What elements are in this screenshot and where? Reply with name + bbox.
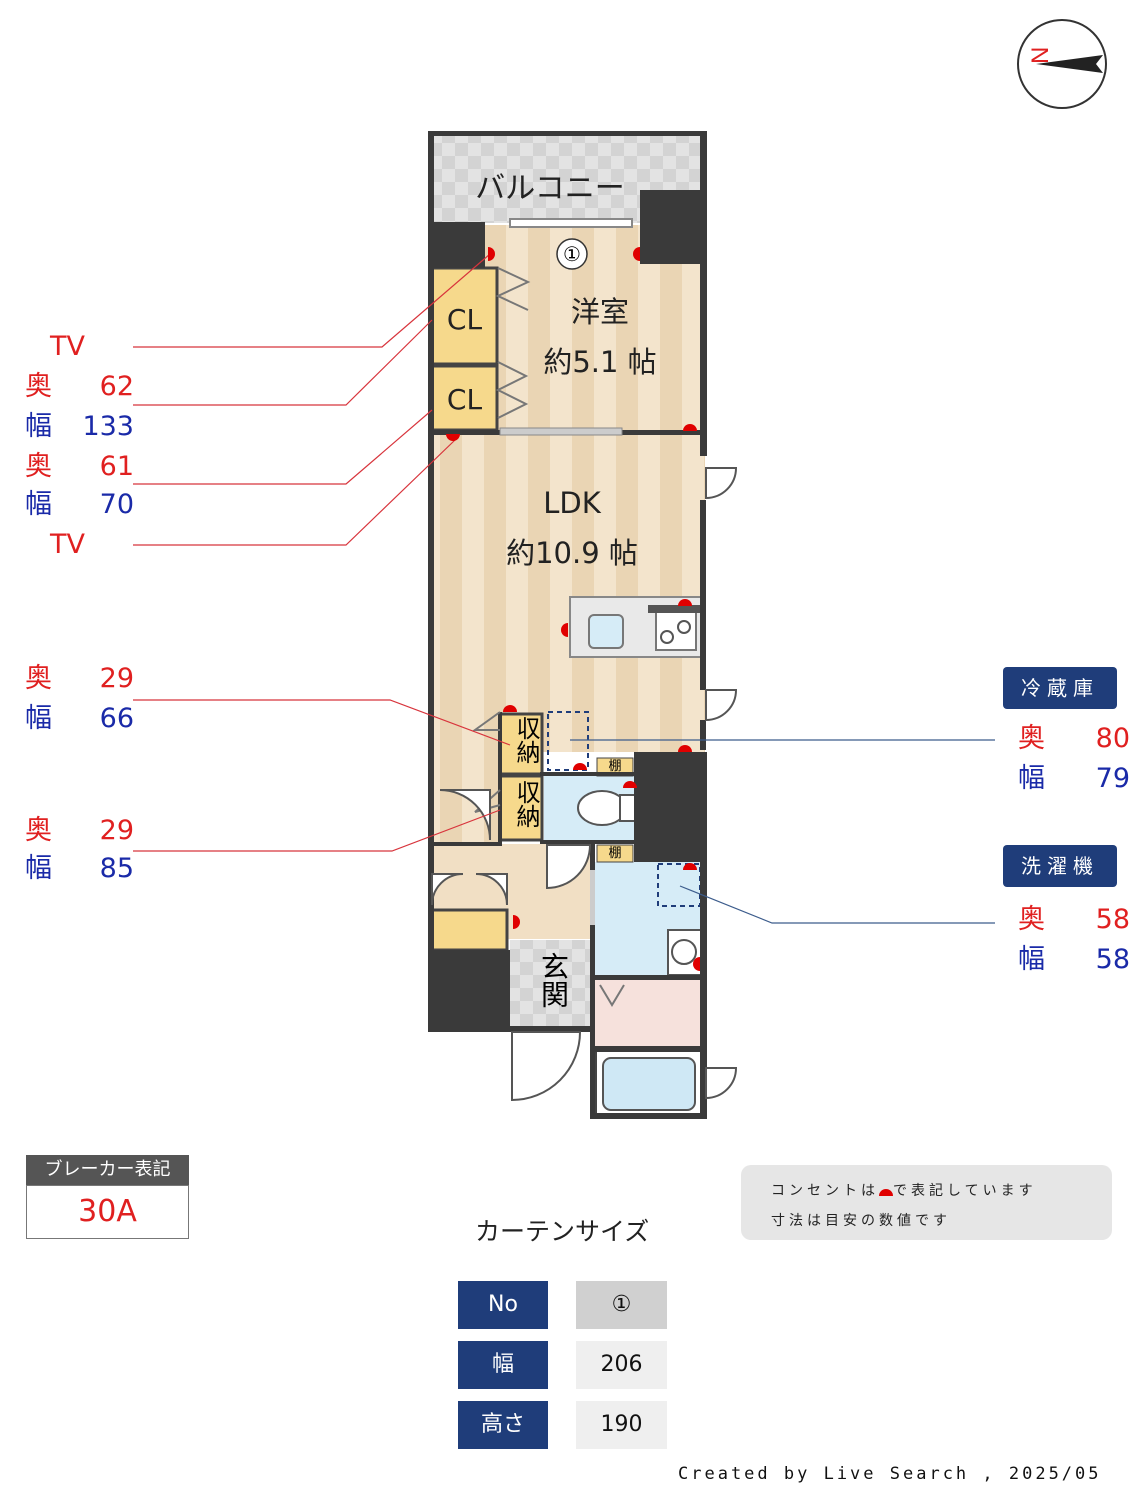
ldk-floor bbox=[432, 432, 705, 752]
walls bbox=[428, 131, 707, 1119]
western-room-name: 洋室 bbox=[570, 295, 629, 329]
note-line-1: コンセントはで表記しています bbox=[771, 1183, 1037, 1199]
tv-label-1: TV bbox=[50, 331, 85, 362]
curtain-key-height: 高さ bbox=[458, 1401, 548, 1449]
storage-2 bbox=[498, 774, 544, 842]
shoe-closet bbox=[430, 908, 509, 952]
tv-label-2: TV bbox=[50, 529, 85, 560]
closet-2 bbox=[430, 364, 499, 432]
window-marker bbox=[556, 238, 588, 270]
window-number: ① bbox=[563, 242, 581, 266]
sink-icon bbox=[588, 614, 624, 649]
storage-2-label: 収納 bbox=[512, 780, 540, 828]
curtain-title: カーテンサイズ bbox=[475, 1217, 650, 1246]
curtain-value-width: 206 bbox=[576, 1341, 667, 1389]
western-room-size: 約5.1 帖 bbox=[543, 345, 657, 379]
curtain-key-no: No bbox=[458, 1281, 548, 1329]
legend-note: コンセントはで表記しています 寸法は目安の数値です bbox=[741, 1165, 1112, 1240]
fridge-space bbox=[547, 711, 589, 771]
dressing-area bbox=[595, 980, 703, 1048]
ldk-name: LDK bbox=[543, 486, 601, 520]
curtain-value-no: ① bbox=[576, 1281, 667, 1329]
curtain-value-height: 190 bbox=[576, 1401, 667, 1449]
entrance-label: 玄関 bbox=[537, 952, 570, 1008]
note-line-2: 寸法は目安の数値です bbox=[771, 1213, 951, 1229]
closet-1-label: CL bbox=[446, 303, 483, 336]
entrance-floor bbox=[510, 940, 592, 1030]
shelf-2-label: 棚 bbox=[608, 846, 622, 861]
compass-north-letter: N bbox=[1027, 47, 1054, 64]
ldk-size: 約10.9 帖 bbox=[506, 536, 638, 570]
fridge-tag: 冷蔵庫 bbox=[1003, 667, 1117, 709]
compass-icon: N bbox=[1017, 19, 1107, 109]
balcony-label: バルコニー bbox=[475, 171, 625, 206]
toilet-icon bbox=[577, 790, 627, 826]
breaker-value: 30A bbox=[26, 1185, 189, 1239]
curtain-key-width: 幅 bbox=[458, 1341, 548, 1389]
closet-2-label: CL bbox=[446, 383, 483, 416]
dimension-leaders bbox=[133, 253, 511, 852]
outlet-markers bbox=[446, 247, 700, 971]
stove-icon bbox=[655, 611, 697, 651]
outlet-icon bbox=[879, 1189, 893, 1196]
storage-1-label: 収納 bbox=[512, 716, 540, 764]
shelf-1-label: 棚 bbox=[608, 759, 622, 774]
breaker-title: ブレーカー表記 bbox=[26, 1155, 189, 1185]
bathtub-icon bbox=[602, 1057, 696, 1111]
washer-tag: 洗濯機 bbox=[1003, 845, 1117, 887]
credit-line: Created by Live Search , 2025/05 bbox=[678, 1464, 1102, 1484]
